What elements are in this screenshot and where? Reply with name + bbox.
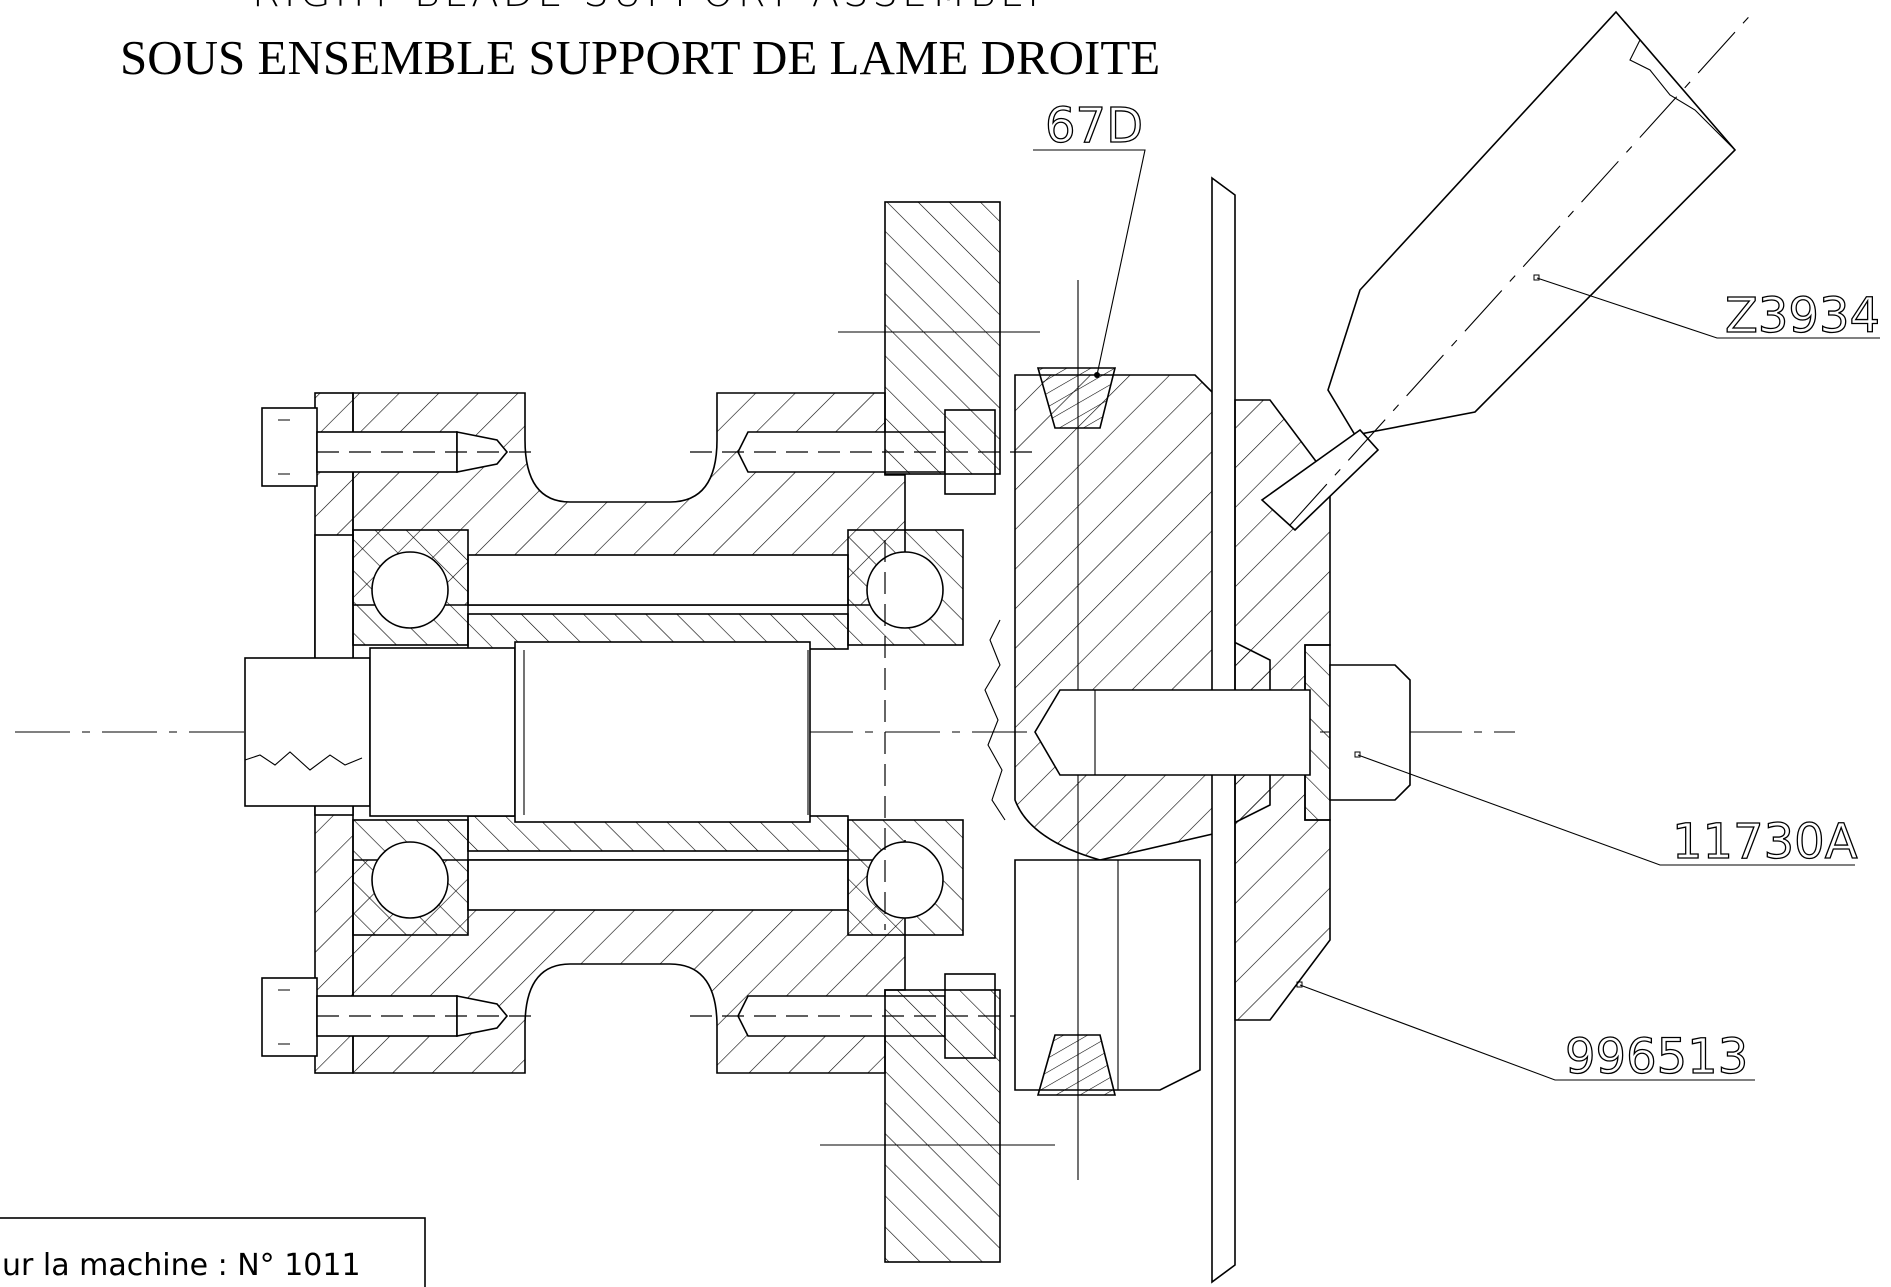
part-label-67D: 67D <box>1045 98 1143 154</box>
bolt-upper-left <box>316 431 540 473</box>
leader-lines <box>1033 149 1880 1081</box>
tool-holder <box>1260 9 1756 532</box>
part-label-Z3934: Z3934 <box>1725 288 1880 344</box>
title-english: RIGHT BLADE SUPPORT ASSEMBLY <box>252 0 1049 16</box>
part-label-996513: 996513 <box>1565 1029 1748 1085</box>
bolt-lower-left <box>316 995 540 1037</box>
part-label-11730A: 11730A <box>1672 814 1858 870</box>
frame-plate <box>820 201 1055 1263</box>
ball-bearing-lower-left <box>352 819 469 936</box>
shaft <box>244 613 849 852</box>
title-french: SOUS ENSEMBLE SUPPORT DE LAME DROITE <box>120 30 1160 85</box>
ball-bearing-upper-right <box>847 529 964 646</box>
machine-note-box: ur la machine : N° 1011 <box>0 1217 426 1287</box>
ball-bearing-upper-left <box>352 529 469 646</box>
v-groove-lower <box>1036 1034 1117 1096</box>
machine-note: ur la machine : N° 1011 <box>2 1248 361 1283</box>
ball-bearing-lower-right <box>847 819 964 936</box>
v-groove-upper <box>1036 367 1117 429</box>
break-line <box>984 619 1006 821</box>
